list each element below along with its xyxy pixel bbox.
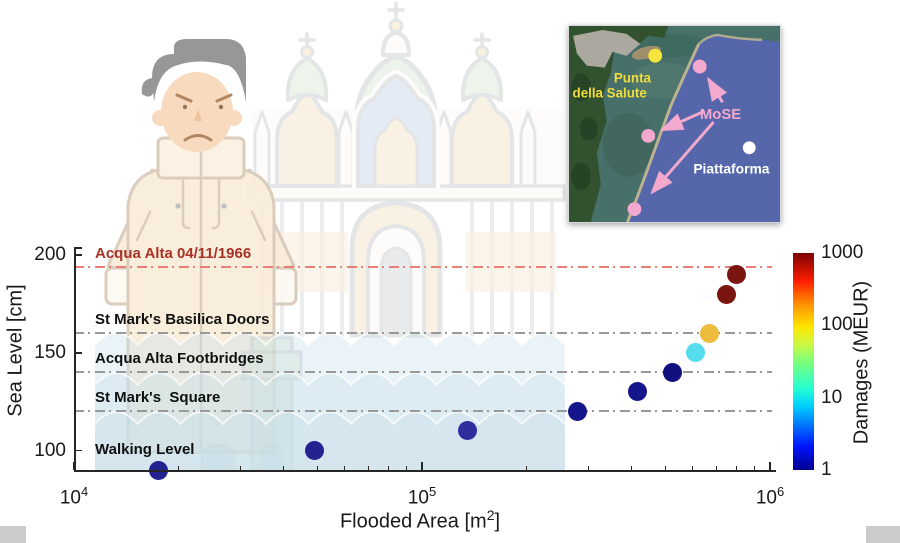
x-minor-tick — [178, 465, 180, 470]
x-axis-line — [74, 470, 776, 472]
mose-marker-middle[interactable] — [641, 128, 656, 143]
colorbar-tick-label: 1 — [821, 459, 832, 480]
x-tick — [769, 462, 771, 470]
x-axis-title-sup: 2 — [486, 507, 495, 523]
x-minor-tick — [631, 465, 633, 470]
x-minor-tick — [692, 465, 694, 470]
window-chrome-fragment-right — [866, 526, 900, 543]
x-minor-tick — [367, 465, 369, 470]
x-minor-tick — [753, 465, 755, 470]
coastline — [626, 43, 701, 222]
colorbar-tick-label: 10 — [821, 386, 843, 408]
threshold-line — [74, 265, 772, 268]
x-axis-title: Flooded Area [m2] — [270, 507, 570, 534]
threshold-label: Walking Level — [95, 440, 195, 458]
mose-arrows — [650, 76, 728, 195]
map-inset: Punta della Salute MoSE Piattaforma — [568, 25, 781, 223]
piattaforma-label: Piattaforma — [693, 160, 769, 176]
window-chrome-fragment-left — [0, 526, 26, 543]
data-point[interactable] — [685, 343, 705, 363]
x-minor-tick — [664, 465, 666, 470]
x-minor-tick — [283, 465, 285, 470]
threshold-label: St Mark's Basilica Doors — [95, 311, 270, 329]
colorbar-title: Damages (MEUR) — [850, 280, 873, 445]
colorbar — [793, 253, 814, 470]
threshold-line — [74, 371, 772, 374]
y-tick-label: 100 — [34, 439, 66, 461]
data-point[interactable] — [568, 401, 588, 421]
x-minor-tick — [526, 465, 528, 470]
mose-marker-south[interactable] — [627, 202, 642, 217]
threshold-line — [74, 332, 772, 335]
x-axis-title-text: Flooded Area [m — [339, 510, 487, 533]
urban-area — [573, 29, 641, 68]
y-axis-title: Sea Level [cm] — [4, 284, 27, 417]
y-tick-label: 150 — [34, 341, 66, 363]
y-tick — [75, 254, 82, 256]
x-minor-tick — [405, 465, 407, 470]
colorbar-tick-label: 100 — [821, 314, 853, 336]
x-minor-tick — [587, 465, 589, 470]
piattaforma-marker[interactable] — [742, 141, 756, 155]
x-minor-tick — [344, 465, 346, 470]
x-tick — [421, 462, 423, 470]
threshold-line — [74, 410, 772, 413]
data-point[interactable] — [726, 265, 746, 285]
x-minor-tick — [735, 465, 737, 470]
y-tick — [75, 449, 82, 452]
x-tick-label: 104 — [59, 484, 89, 509]
y-tick-label: 200 — [34, 244, 66, 265]
person-illustration — [104, 39, 298, 454]
x-tick-label: 105 — [407, 484, 437, 509]
threshold-label: St Mark's Square — [95, 389, 221, 407]
data-point[interactable] — [663, 362, 683, 382]
x-minor-tick — [316, 465, 318, 470]
data-point[interactable] — [699, 323, 719, 343]
mose-label: MoSE — [700, 107, 741, 123]
x-minor-tick — [387, 465, 389, 470]
punta-label-line2: della Salute — [573, 85, 647, 100]
x-axis-title-end: ] — [494, 510, 501, 533]
x-tick-label: 106 — [755, 484, 785, 509]
data-point[interactable] — [627, 382, 647, 402]
data-point[interactable] — [304, 441, 324, 460]
mose-marker-north[interactable] — [692, 59, 707, 74]
threshold-label: Acqua Alta 04/11/1966 — [95, 244, 252, 262]
punta-della-salute-marker[interactable] — [648, 48, 663, 63]
y-axis-line — [74, 247, 76, 471]
x-minor-tick — [239, 465, 241, 470]
punta-label-line1: Punta — [614, 70, 652, 85]
data-point[interactable] — [457, 421, 477, 441]
data-point[interactable] — [717, 284, 737, 304]
y-tick — [75, 352, 82, 354]
mainland — [569, 26, 669, 222]
x-minor-tick — [715, 465, 717, 470]
threshold-label: Acqua Alta Footbridges — [95, 350, 264, 368]
colorbar-tick-label: 1000 — [821, 242, 864, 263]
y-axis-top-tick — [74, 247, 82, 249]
